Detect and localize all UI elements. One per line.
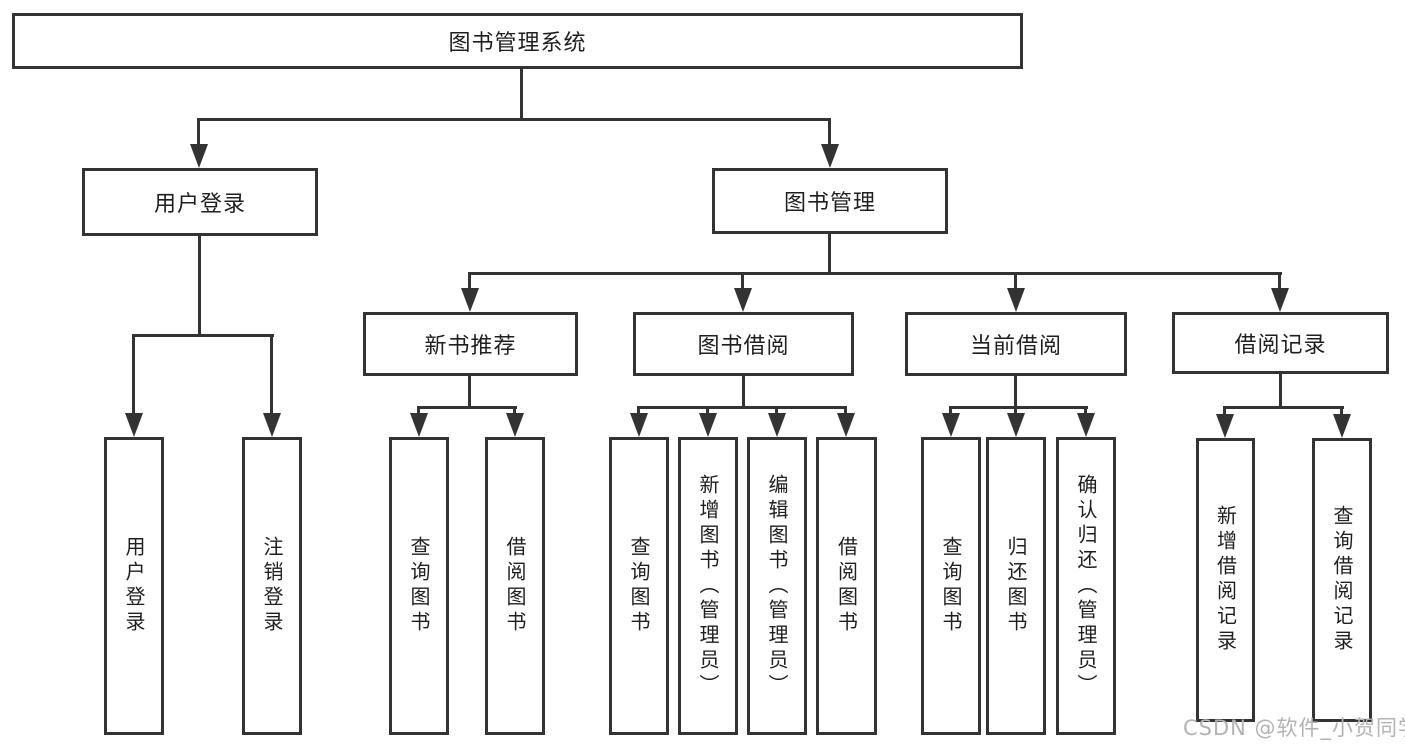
arrow-down-icon	[821, 144, 839, 168]
arrow-down-icon	[1007, 413, 1025, 437]
connector-line	[742, 373, 745, 406]
connector-line	[828, 118, 831, 148]
node-book-management: 图书管理	[712, 168, 948, 234]
leaf-label: 查询借阅记录	[1330, 505, 1354, 655]
leaf-borrowing-add-books-admin: 新增图书（管理员）	[678, 437, 738, 735]
node-label: 图书管理	[783, 191, 876, 216]
node-borrow-records: 借阅记录	[1172, 312, 1389, 374]
connector-line	[1279, 371, 1282, 406]
leaf-label: 查询图书	[939, 536, 963, 636]
node-label: 用户登录	[153, 192, 246, 217]
connector-line	[949, 406, 952, 415]
connector-line	[1014, 406, 1017, 415]
leaf-borrowing-edit-books-admin: 编辑图书（管理员）	[747, 437, 807, 735]
arrow-down-icon	[942, 413, 960, 437]
connector-line	[468, 373, 471, 406]
connector-line	[949, 406, 1088, 409]
arrow-down-icon	[1333, 414, 1351, 438]
connector-line	[270, 334, 273, 415]
arrow-down-icon	[1271, 288, 1289, 312]
connector-line	[520, 66, 523, 118]
leaf-label: 注销登录	[260, 536, 284, 636]
connector-line	[1278, 272, 1281, 290]
leaf-current-return-books: 归还图书	[986, 437, 1046, 735]
connector-line	[844, 406, 847, 415]
connector-line	[706, 406, 709, 415]
arrow-down-icon	[1077, 413, 1095, 437]
leaf-label: 查询图书	[627, 536, 651, 636]
connector-line	[468, 272, 1282, 275]
leaf-records-add-record: 新增借阅记录	[1196, 438, 1255, 722]
connector-line	[637, 406, 640, 415]
leaf-records-query-record: 查询借阅记录	[1312, 438, 1372, 722]
arrow-down-icon	[506, 413, 524, 437]
node-label: 借阅记录	[1234, 333, 1327, 358]
leaf-label: 新增借阅记录	[1213, 505, 1238, 655]
arrow-down-icon	[410, 413, 428, 437]
leaf-current-query-books: 查询图书	[921, 437, 981, 735]
connector-line	[828, 231, 831, 272]
node-label: 新书推荐	[424, 334, 517, 359]
connector-line	[197, 118, 831, 121]
connector-line	[775, 406, 778, 415]
leaf-label: 借阅图书	[503, 536, 527, 636]
leaf-label: 归还图书	[1004, 536, 1028, 636]
connector-line	[1223, 406, 1226, 416]
connector-line	[513, 406, 516, 415]
arrow-down-icon	[263, 413, 281, 437]
node-user-login: 用户登录	[82, 168, 318, 236]
leaf-label: 确认归还（管理员）	[1074, 473, 1098, 699]
node-label: 图书借阅	[697, 334, 790, 359]
arrow-down-icon	[1007, 288, 1025, 312]
leaf-label: 借阅图书	[834, 536, 859, 636]
leaf-borrowing-query-books: 查询图书	[609, 437, 669, 735]
leaf-logout: 注销登录	[242, 437, 302, 735]
arrow-down-icon	[1216, 414, 1234, 438]
connector-line	[1223, 406, 1344, 409]
connector-line	[1014, 373, 1017, 406]
connector-line	[417, 406, 517, 409]
node-new-book-recommend: 新书推荐	[363, 312, 578, 376]
connector-line	[133, 334, 274, 337]
arrow-down-icon	[699, 413, 717, 437]
leaf-user-login: 用户登录	[104, 437, 164, 735]
connector-line	[1340, 406, 1343, 416]
connector-line	[417, 406, 420, 415]
node-label: 图书管理系统	[448, 31, 587, 56]
connector-line	[637, 406, 847, 409]
arrow-down-icon	[461, 288, 479, 312]
connector-line	[197, 118, 200, 148]
leaf-newbooks-borrow-books: 借阅图书	[485, 437, 545, 735]
node-library-management-system: 图书管理系统	[12, 13, 1023, 69]
node-label: 当前借阅	[969, 334, 1062, 359]
arrow-down-icon	[837, 413, 855, 437]
arrow-down-icon	[125, 413, 143, 437]
connector-line	[1014, 272, 1017, 290]
leaf-label: 用户登录	[122, 536, 146, 636]
arrow-down-icon	[768, 413, 786, 437]
arrow-down-icon	[190, 144, 208, 168]
leaf-current-confirm-return-admin: 确认归还（管理员）	[1056, 437, 1116, 735]
arrow-down-icon	[630, 413, 648, 437]
arrow-down-icon	[734, 288, 752, 312]
leaf-newbooks-query-books: 查询图书	[389, 437, 449, 735]
leaf-borrowing-borrow-books: 借阅图书	[816, 437, 877, 735]
leaf-label: 新增图书（管理员）	[696, 473, 720, 699]
connector-line	[741, 272, 744, 290]
connector-line	[468, 272, 471, 290]
leaf-label: 编辑图书（管理员）	[765, 473, 789, 699]
connector-line	[198, 234, 201, 335]
leaf-label: 查询图书	[407, 536, 431, 636]
csdn-watermark: CSDN @软件_小贺同学	[1183, 716, 1405, 740]
connector-line	[1084, 406, 1087, 415]
node-book-borrowing: 图书借阅	[633, 312, 854, 376]
connector-line	[132, 334, 135, 415]
node-current-borrowing: 当前借阅	[905, 312, 1127, 376]
